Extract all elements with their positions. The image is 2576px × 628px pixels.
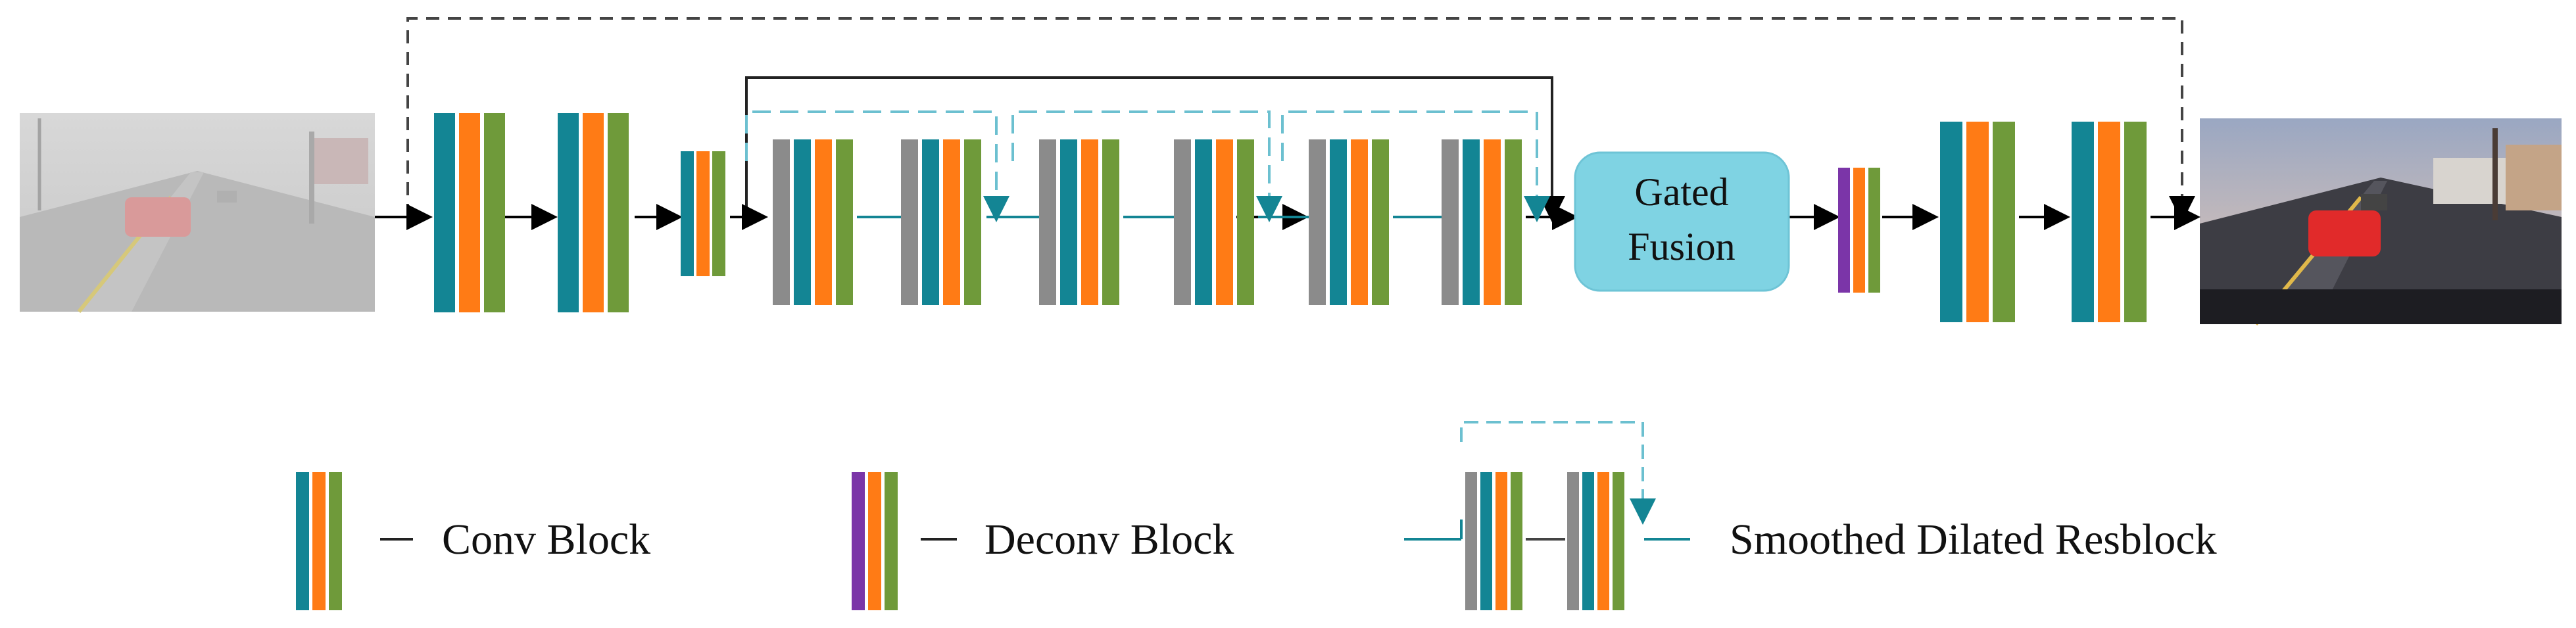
resblock-2-a-bar-orange xyxy=(1081,139,1098,305)
conv-block-4-bar-orange xyxy=(1966,122,1989,322)
conv-block-5-bar-green xyxy=(2124,122,2147,322)
gated-fusion-line1: Gated xyxy=(1634,170,1728,214)
gated-fusion-line2: Fusion xyxy=(1628,225,1735,268)
legend-conv-block-bar-teal xyxy=(296,472,309,610)
resblock-1-b-bar-green xyxy=(964,139,981,305)
legend-deconv-label: Deconv Block xyxy=(984,516,1234,564)
legend-conv-block-bar-orange xyxy=(312,472,326,610)
conv-block-1-bar-green xyxy=(484,113,505,312)
legend-conv-block-bar-green xyxy=(329,472,342,610)
resblock-1-b-bar-orange xyxy=(943,139,960,305)
conv-block-5-bar-teal xyxy=(2072,122,2094,322)
deconv-block-bar-purple xyxy=(1838,168,1850,293)
legend-resblock-a-bar-green xyxy=(1511,472,1522,610)
resblock-3-b-bar-teal xyxy=(1463,139,1480,305)
legend-resblock-a-bar-orange xyxy=(1495,472,1507,610)
conv-block-5-bar-orange xyxy=(2098,122,2120,322)
conv-block-2-bar-orange xyxy=(583,113,604,312)
conv-block-2-bar-teal xyxy=(558,113,579,312)
resblock-3-a-bar-gray xyxy=(1309,139,1326,305)
resblock-1-a-bar-gray xyxy=(773,139,790,305)
legend-deconv-block-bar-purple xyxy=(852,472,865,610)
resblock-1-a-bar-teal xyxy=(794,139,811,305)
gated-fusion-node: Gated Fusion xyxy=(1574,151,1790,292)
resblock-2-a-bar-teal xyxy=(1060,139,1077,305)
conv-block-4-bar-green xyxy=(1993,122,2015,322)
conv-block-2-bar-green xyxy=(608,113,629,312)
conv-block-1-bar-teal xyxy=(434,113,455,312)
resblock-2-b-bar-teal xyxy=(1195,139,1212,305)
resblock-3-a-bar-orange xyxy=(1351,139,1368,305)
resblock-1-a-bar-orange xyxy=(815,139,832,305)
legend-resblock-b-bar-orange xyxy=(1597,472,1609,610)
legend-resblock-b-bar-teal xyxy=(1582,472,1594,610)
resblock-1-b-bar-teal xyxy=(922,139,939,305)
legend-resblock-b-bar-green xyxy=(1613,472,1624,610)
resblock-skip-connection xyxy=(745,76,1565,222)
resblock-2-a-bar-gray xyxy=(1039,139,1056,305)
deconv-block-bar-orange xyxy=(1853,168,1865,293)
resblock-2-b-bar-gray xyxy=(1174,139,1191,305)
conv-block-3-bar-green xyxy=(712,151,725,276)
global-skip-connection xyxy=(406,17,2195,222)
resblock-3-b-bar-orange xyxy=(1484,139,1501,305)
resblock-1-b-bar-gray xyxy=(901,139,918,305)
clear-road-output xyxy=(2200,118,2562,326)
legend-conv-label: Conv Block xyxy=(442,516,650,564)
legend-resblock-b-bar-gray xyxy=(1567,472,1579,610)
resblock-3-b-bar-gray xyxy=(1442,139,1459,305)
legend-resblock-a-bar-teal xyxy=(1480,472,1492,610)
foggy-road-input xyxy=(20,113,375,313)
resblock-3-b-bar-green xyxy=(1505,139,1522,305)
conv-block-4-bar-teal xyxy=(1940,122,1962,322)
conv-block-3-bar-teal xyxy=(681,151,694,276)
legend-resblock-a-bar-gray xyxy=(1465,472,1477,610)
legend-deconv-block-bar-orange xyxy=(868,472,881,610)
resblock-1-skip xyxy=(745,110,1009,222)
conv-block-3-bar-orange xyxy=(696,151,710,276)
resblock-3-a-bar-green xyxy=(1372,139,1389,305)
resblock-3-a-bar-teal xyxy=(1330,139,1347,305)
legend-resblock-skip xyxy=(1460,421,1656,525)
conv-block-1-bar-orange xyxy=(459,113,480,312)
legend-deconv-block-bar-green xyxy=(885,472,898,610)
deconv-block-bar-green xyxy=(1868,168,1880,293)
legend-resblock-label: Smoothed Dilated Resblock xyxy=(1730,516,2217,564)
resblock-2-a-bar-green xyxy=(1102,139,1119,305)
resblock-2-b-bar-orange xyxy=(1216,139,1233,305)
resblock-2-skip xyxy=(1011,110,1282,222)
block-stacks xyxy=(296,110,2147,610)
resblock-2-b-bar-green xyxy=(1237,139,1254,305)
resblock-1-a-bar-green xyxy=(836,139,853,305)
resblock-3-skip xyxy=(1281,110,1550,222)
